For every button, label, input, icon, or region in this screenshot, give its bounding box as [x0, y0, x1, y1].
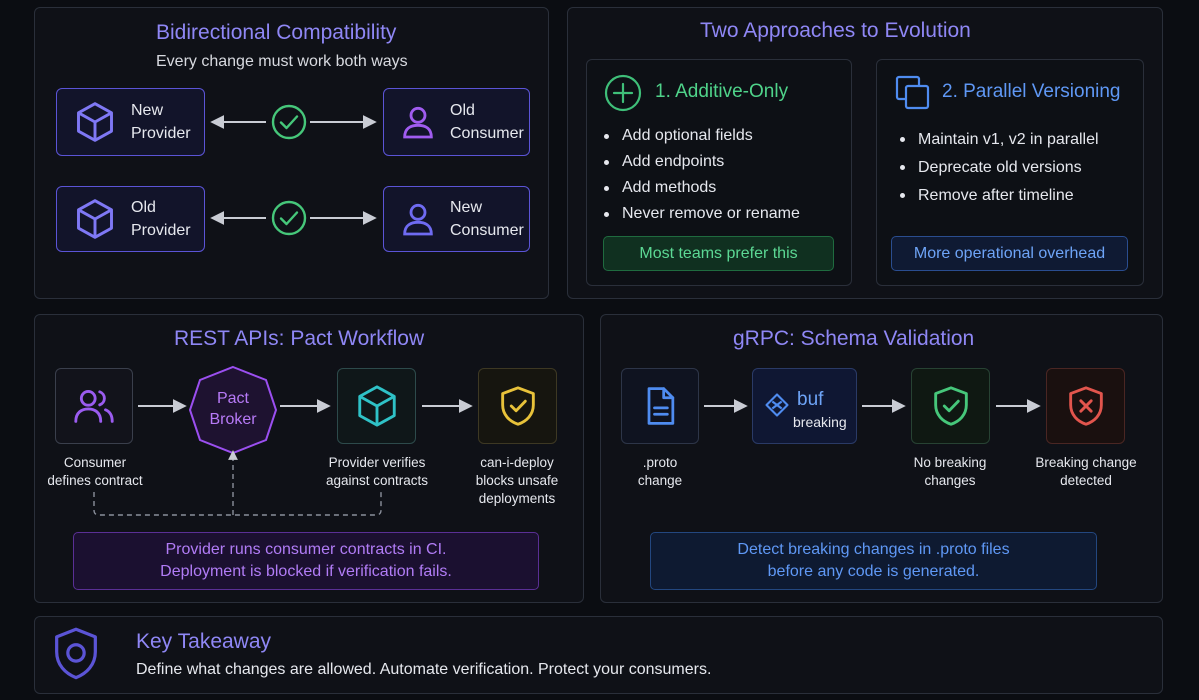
list-item: Maintain v1, v2 in parallel	[900, 126, 1099, 154]
new-provider-node: New Provider	[56, 88, 205, 156]
shield-check-icon	[500, 386, 535, 426]
provider-caption: Provider verifies against contracts	[325, 455, 429, 488]
additive-title: 1. Additive-Only	[655, 81, 789, 102]
proto-caption: .proto change	[637, 455, 683, 488]
list-item: Add optional fields	[604, 123, 800, 149]
old-consumer-label: Old Consumer	[450, 102, 524, 142]
buf-label: buf	[797, 389, 824, 410]
users-icon	[74, 389, 114, 423]
file-icon	[647, 387, 675, 425]
shield-icon	[55, 627, 97, 680]
pact-note: Provider runs consumer contracts in CI. …	[73, 532, 539, 590]
pact-note-line1: Provider runs consumer contracts in CI.	[165, 541, 447, 558]
takeaway-panel	[34, 616, 1163, 694]
buf-box: buf breaking	[752, 368, 857, 444]
pact-title: REST APIs: Pact Workflow	[174, 327, 425, 350]
deploy-caption: can-i-deploy blocks unsafe deployments	[475, 455, 559, 506]
no-breaking-box	[911, 368, 990, 444]
cube-icon	[357, 385, 396, 427]
consumer-caption: Consumer defines contract	[47, 455, 143, 488]
list-item: Deprecate old versions	[900, 154, 1099, 182]
evolution-title: Two Approaches to Evolution	[700, 19, 971, 42]
old-provider-label: Old Provider	[131, 199, 191, 239]
new-provider-label: New Provider	[131, 102, 191, 142]
proto-box	[621, 368, 699, 444]
cube-icon	[77, 102, 113, 142]
grpc-note: Detect breaking changes in .proto files …	[650, 532, 1097, 590]
buf-logo-icon	[765, 393, 789, 417]
shield-check-icon	[933, 386, 968, 426]
parallel-title: 2. Parallel Versioning	[942, 81, 1121, 102]
list-item: Never remove or rename	[604, 201, 800, 227]
parallel-note: More operational overhead	[891, 236, 1128, 271]
bidirectional-title: Bidirectional Compatibility	[156, 21, 397, 44]
copy-icon	[895, 75, 930, 110]
old-consumer-node: Old Consumer	[383, 88, 530, 156]
cube-icon	[77, 199, 113, 239]
new-consumer-node: New Consumer	[383, 186, 530, 252]
list-item: Add methods	[604, 175, 800, 201]
shield-x-icon	[1068, 386, 1103, 426]
user-icon	[403, 106, 433, 139]
grpc-note-line1: Detect breaking changes in .proto files	[737, 541, 1010, 558]
additive-list: Add optional fields Add endpoints Add me…	[604, 123, 800, 227]
additive-note: Most teams prefer this	[603, 236, 834, 271]
deploy-box	[478, 368, 557, 444]
list-item: Add endpoints	[604, 149, 800, 175]
consumer-box	[55, 368, 133, 444]
user-icon	[403, 203, 433, 236]
plus-circle-icon	[604, 74, 642, 112]
provider-box	[337, 368, 416, 444]
old-provider-node: Old Provider	[56, 186, 205, 252]
grpc-title: gRPC: Schema Validation	[733, 327, 975, 350]
parallel-list: Maintain v1, v2 in parallel Deprecate ol…	[900, 126, 1099, 210]
takeaway-title: Key Takeaway	[136, 630, 272, 653]
grpc-note-line2: before any code is generated.	[767, 563, 980, 580]
list-item: Remove after timeline	[900, 182, 1099, 210]
no-breaking-caption: No breaking changes	[913, 455, 987, 488]
breaking-caption: Breaking change detected	[1035, 455, 1137, 488]
pact-note-line2: Deployment is blocked if verification fa…	[160, 563, 452, 580]
pact-broker-label: Pact Broker	[209, 390, 257, 428]
buf-sub-label: breaking	[793, 414, 847, 430]
bidirectional-subtitle: Every change must work both ways	[156, 53, 408, 70]
breaking-box	[1046, 368, 1125, 444]
takeaway-text: Define what changes are allowed. Automat…	[136, 661, 712, 678]
new-consumer-label: New Consumer	[450, 199, 524, 239]
